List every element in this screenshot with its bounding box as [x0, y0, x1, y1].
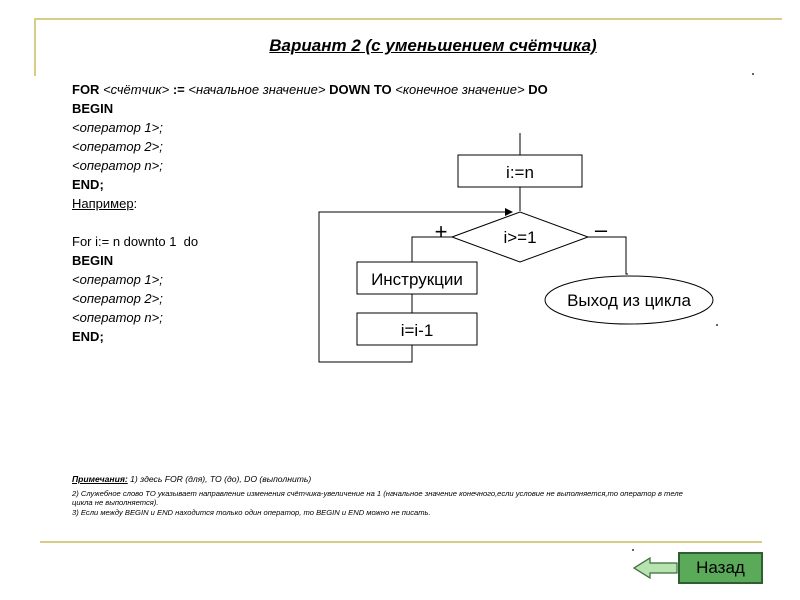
false-branch-line	[588, 236, 628, 275]
true-branch-line	[411, 236, 452, 262]
example-op1: <оператор 1>;	[72, 272, 163, 287]
notes-line2b: цикла не выполняется).	[72, 498, 159, 507]
syntax-header-line: FOR <счётчик> := <начальное значение> DO…	[72, 82, 548, 97]
back-button[interactable]: Назад	[678, 552, 763, 584]
example-label: Например:	[72, 196, 138, 211]
syntax-begin: BEGIN	[72, 101, 114, 116]
true-sign: +	[435, 219, 448, 244]
notes-line2a: 2) Служебное слово TO указывает направле…	[72, 489, 683, 498]
exit-label: Выход из цикла	[567, 291, 691, 310]
frame-line-bottom	[40, 541, 762, 543]
example-begin: BEGIN	[72, 253, 114, 268]
frame-line-left	[34, 18, 36, 76]
example-header: For i:= n downto 1 do	[72, 234, 199, 249]
example-opn: <оператор n>;	[72, 310, 163, 325]
decrement-box	[356, 312, 478, 346]
back-arrow-icon[interactable]	[632, 556, 678, 580]
example-op2: <оператор 2>;	[72, 291, 163, 306]
example-end: END;	[72, 329, 104, 344]
condition-label: i>=1	[503, 228, 536, 247]
false-sign: –	[595, 217, 608, 242]
notes-line1: Примечания: 1) здесь FOR (для), TO (до),…	[72, 474, 312, 484]
syntax-op1: <оператор 1>;	[72, 120, 163, 135]
decor-dot	[716, 324, 718, 326]
page-title: Вариант 2 (с уменьшением счётчика)	[269, 36, 597, 55]
notes-line3: 3) Если между BEGIN и END находится толь…	[72, 508, 431, 517]
init-label: i:=n	[506, 163, 534, 182]
loop-back-line	[318, 208, 513, 363]
syntax-end: END;	[72, 177, 104, 192]
decrement-label: i=i-1	[401, 321, 434, 340]
frame-line-top	[34, 18, 782, 20]
body-box	[356, 261, 478, 295]
exit-ellipse	[544, 275, 714, 325]
decor-dot	[632, 549, 634, 551]
body-label: Инструкции	[371, 270, 463, 289]
syntax-op2: <оператор 2>;	[72, 139, 163, 154]
syntax-opn: <оператор n>;	[72, 158, 163, 173]
decor-dot	[752, 73, 754, 75]
